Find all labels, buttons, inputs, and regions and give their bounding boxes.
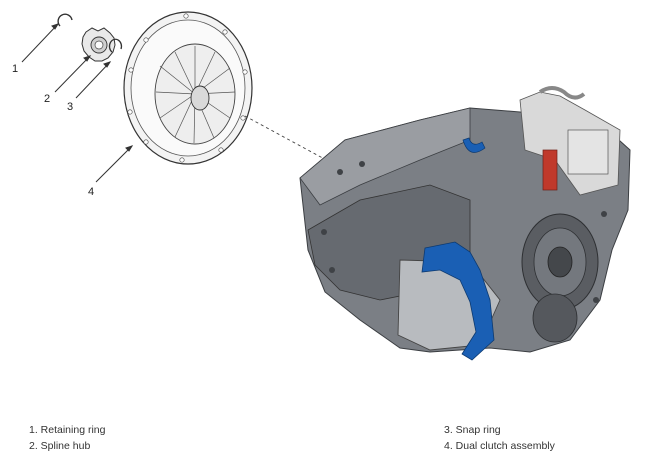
snap-ring [108, 38, 123, 53]
alignment-dashed-line [244, 115, 331, 163]
exploded-view-diagram: 1 2 3 4 [12, 11, 631, 361]
legend-item-spline-hub: 2. Spline hub [29, 440, 91, 452]
callout-2: 2 [44, 93, 50, 105]
retaining-ring [57, 13, 73, 27]
legend-left: 1. Retaining ring 2. Spline hub [29, 422, 105, 454]
callout-1: 1 [12, 63, 18, 75]
transmission-illustration [299, 86, 631, 361]
legend-item-retaining-ring: 1. Retaining ring [29, 424, 106, 436]
callout-4: 4 [88, 186, 94, 198]
callout-3: 3 [67, 101, 73, 113]
legend-item-snap-ring: 3. Snap ring [444, 424, 501, 436]
legend-item-dual-clutch-assembly: 4. Dual clutch assembly [444, 440, 555, 452]
legend-right: 3. Snap ring 4. Dual clutch assembly [444, 422, 555, 454]
spline-hub [81, 27, 116, 62]
dual-clutch-assembly [123, 11, 253, 165]
